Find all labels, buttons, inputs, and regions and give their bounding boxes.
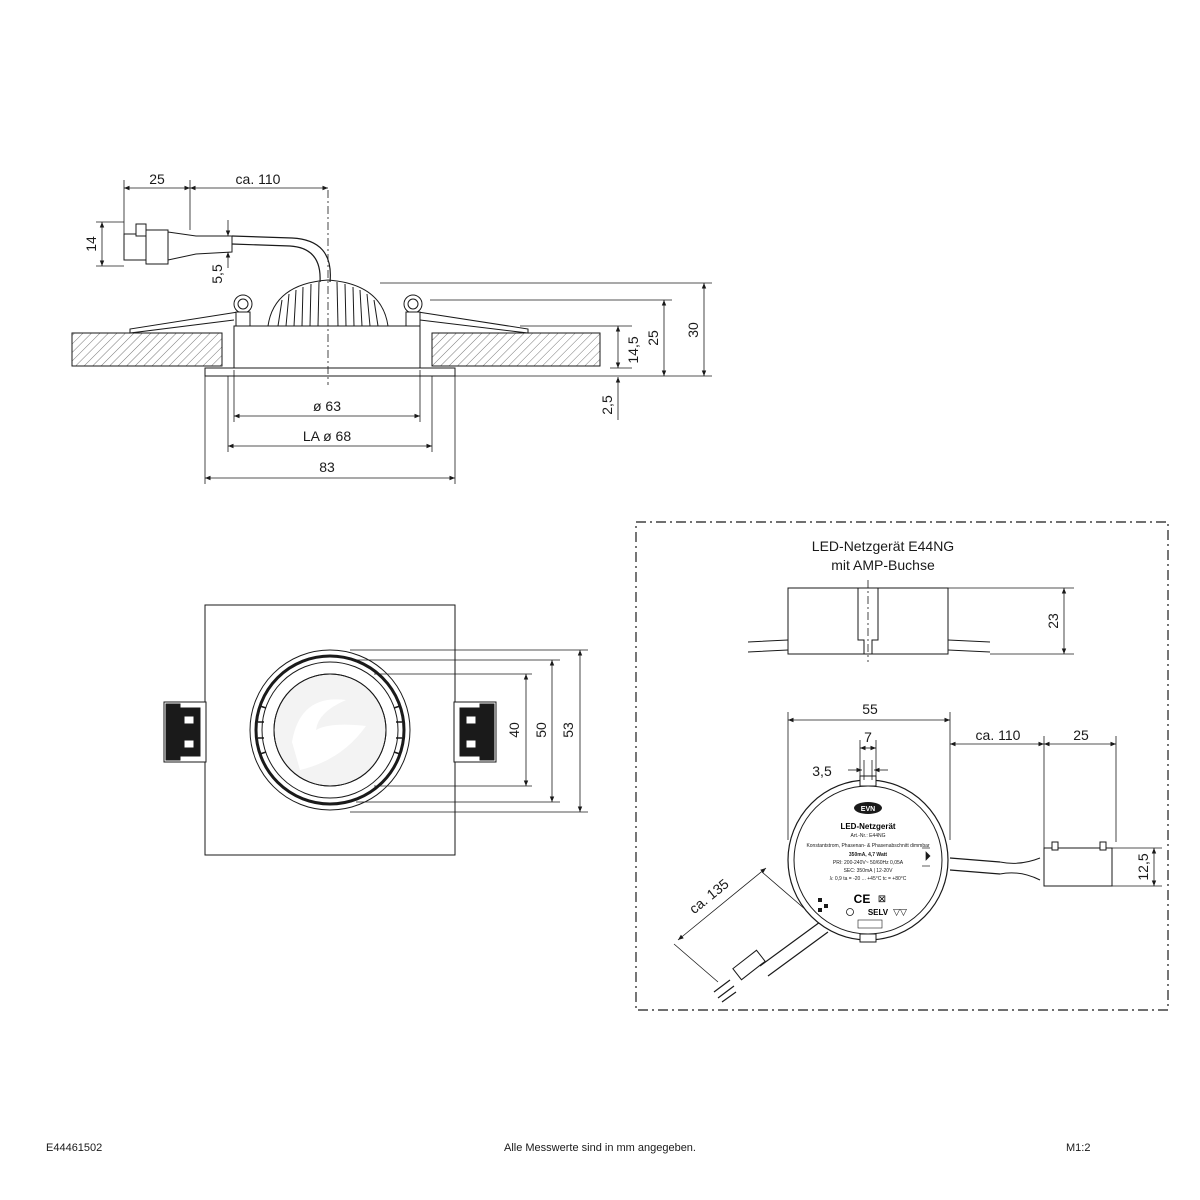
f-mark-icon: ▽▽	[893, 908, 907, 918]
cable	[231, 243, 321, 283]
dim-83: 83	[319, 459, 335, 475]
dim-12-5: 12,5	[1135, 853, 1151, 880]
qr-icon	[818, 898, 828, 912]
driver-top-view	[713, 775, 1113, 1003]
dim-la68: LA ø 68	[303, 428, 351, 444]
dim-25-driver: 25	[1073, 727, 1089, 743]
dim-2-5: 2,5	[599, 395, 615, 415]
weee-icon: ⊠	[878, 894, 886, 905]
safety-icon	[846, 908, 854, 916]
dim-d63: ø 63	[313, 398, 341, 414]
dim-3-5: 3,5	[812, 763, 832, 779]
dim-5-5: 5,5	[209, 264, 225, 284]
clip-right-front	[453, 701, 497, 763]
label-name: LED-Netzgerät	[840, 822, 895, 831]
evn-logo-text: EVN	[861, 806, 875, 813]
connection-diagram-icon	[922, 847, 931, 867]
flange	[204, 367, 456, 377]
driver-title: LED-Netzgerät E44NG mit AMP-Buchse	[812, 538, 954, 573]
dim-25-right: 25	[645, 330, 661, 346]
dim-40: 40	[506, 722, 522, 738]
label-pri: PRI: 200-240V~ 50/60Hz 0,05A	[833, 860, 904, 866]
clip-right	[417, 311, 529, 334]
scale-label: M1:2	[1066, 1142, 1091, 1154]
ceiling-left	[71, 332, 223, 367]
side-view	[71, 190, 601, 385]
side-view-dimensions	[96, 180, 712, 484]
amp-socket	[1043, 847, 1113, 887]
housing	[233, 325, 421, 369]
dim-53: 53	[560, 722, 576, 738]
dim-7: 7	[864, 729, 872, 745]
dim-ca110-top: ca. 110	[236, 171, 281, 187]
dim-30: 30	[685, 322, 701, 338]
driver-top-dimensions	[673, 712, 1162, 983]
selv-mark: SELV	[868, 908, 889, 917]
input-plug	[732, 949, 766, 981]
clip-left	[129, 311, 239, 334]
clip-left-front	[163, 701, 207, 763]
driver-title-line2: mit AMP-Buchse	[831, 557, 935, 573]
label-power: 350mA, 4,7 Watt	[849, 852, 887, 858]
front-view	[163, 604, 497, 856]
label-temps: λ: 0,9 ta = -20 ... +45°C tc = +80°C	[830, 876, 907, 882]
front-view-labels: 40 50 53	[506, 722, 576, 738]
label-small-box	[857, 919, 883, 929]
dim-14-5: 14,5	[625, 336, 641, 363]
driver-side-view	[747, 580, 991, 662]
dim-25-top: 25	[149, 171, 165, 187]
label-desc: Konstantstrom, Phasenan- & Phasenabschni…	[806, 843, 929, 849]
ceiling-right	[431, 332, 601, 367]
side-view-labels: 25 ca. 110 14 5,5 14,5 25 30 2,5 ø 63 LA…	[83, 171, 701, 475]
label-sec: SEC: 350mA | 12-20V	[844, 868, 893, 874]
driver-label: EVN LED-Netzgerät Art.-Nr.: E44NG Konsta…	[806, 802, 931, 929]
dim-ca110-driver: ca. 110	[976, 727, 1021, 743]
dim-ca135: ca. 135	[686, 875, 732, 916]
dim-14: 14	[83, 236, 99, 252]
dim-50: 50	[533, 722, 549, 738]
front-view-dimensions	[350, 649, 588, 813]
ce-mark: CE	[854, 892, 871, 906]
driver-side-dimensions	[948, 587, 1074, 655]
driver-title-line1: LED-Netzgerät E44NG	[812, 538, 954, 554]
evn-logo	[854, 802, 882, 814]
drawing-code: E44461502	[46, 1142, 103, 1154]
units-note: Alle Messwerte sind in mm angegeben.	[504, 1142, 696, 1154]
label-art: Art.-Nr.: E44NG	[850, 833, 885, 839]
dim-23: 23	[1045, 613, 1061, 629]
dim-55: 55	[862, 701, 878, 717]
driver-frame	[635, 521, 1169, 1011]
